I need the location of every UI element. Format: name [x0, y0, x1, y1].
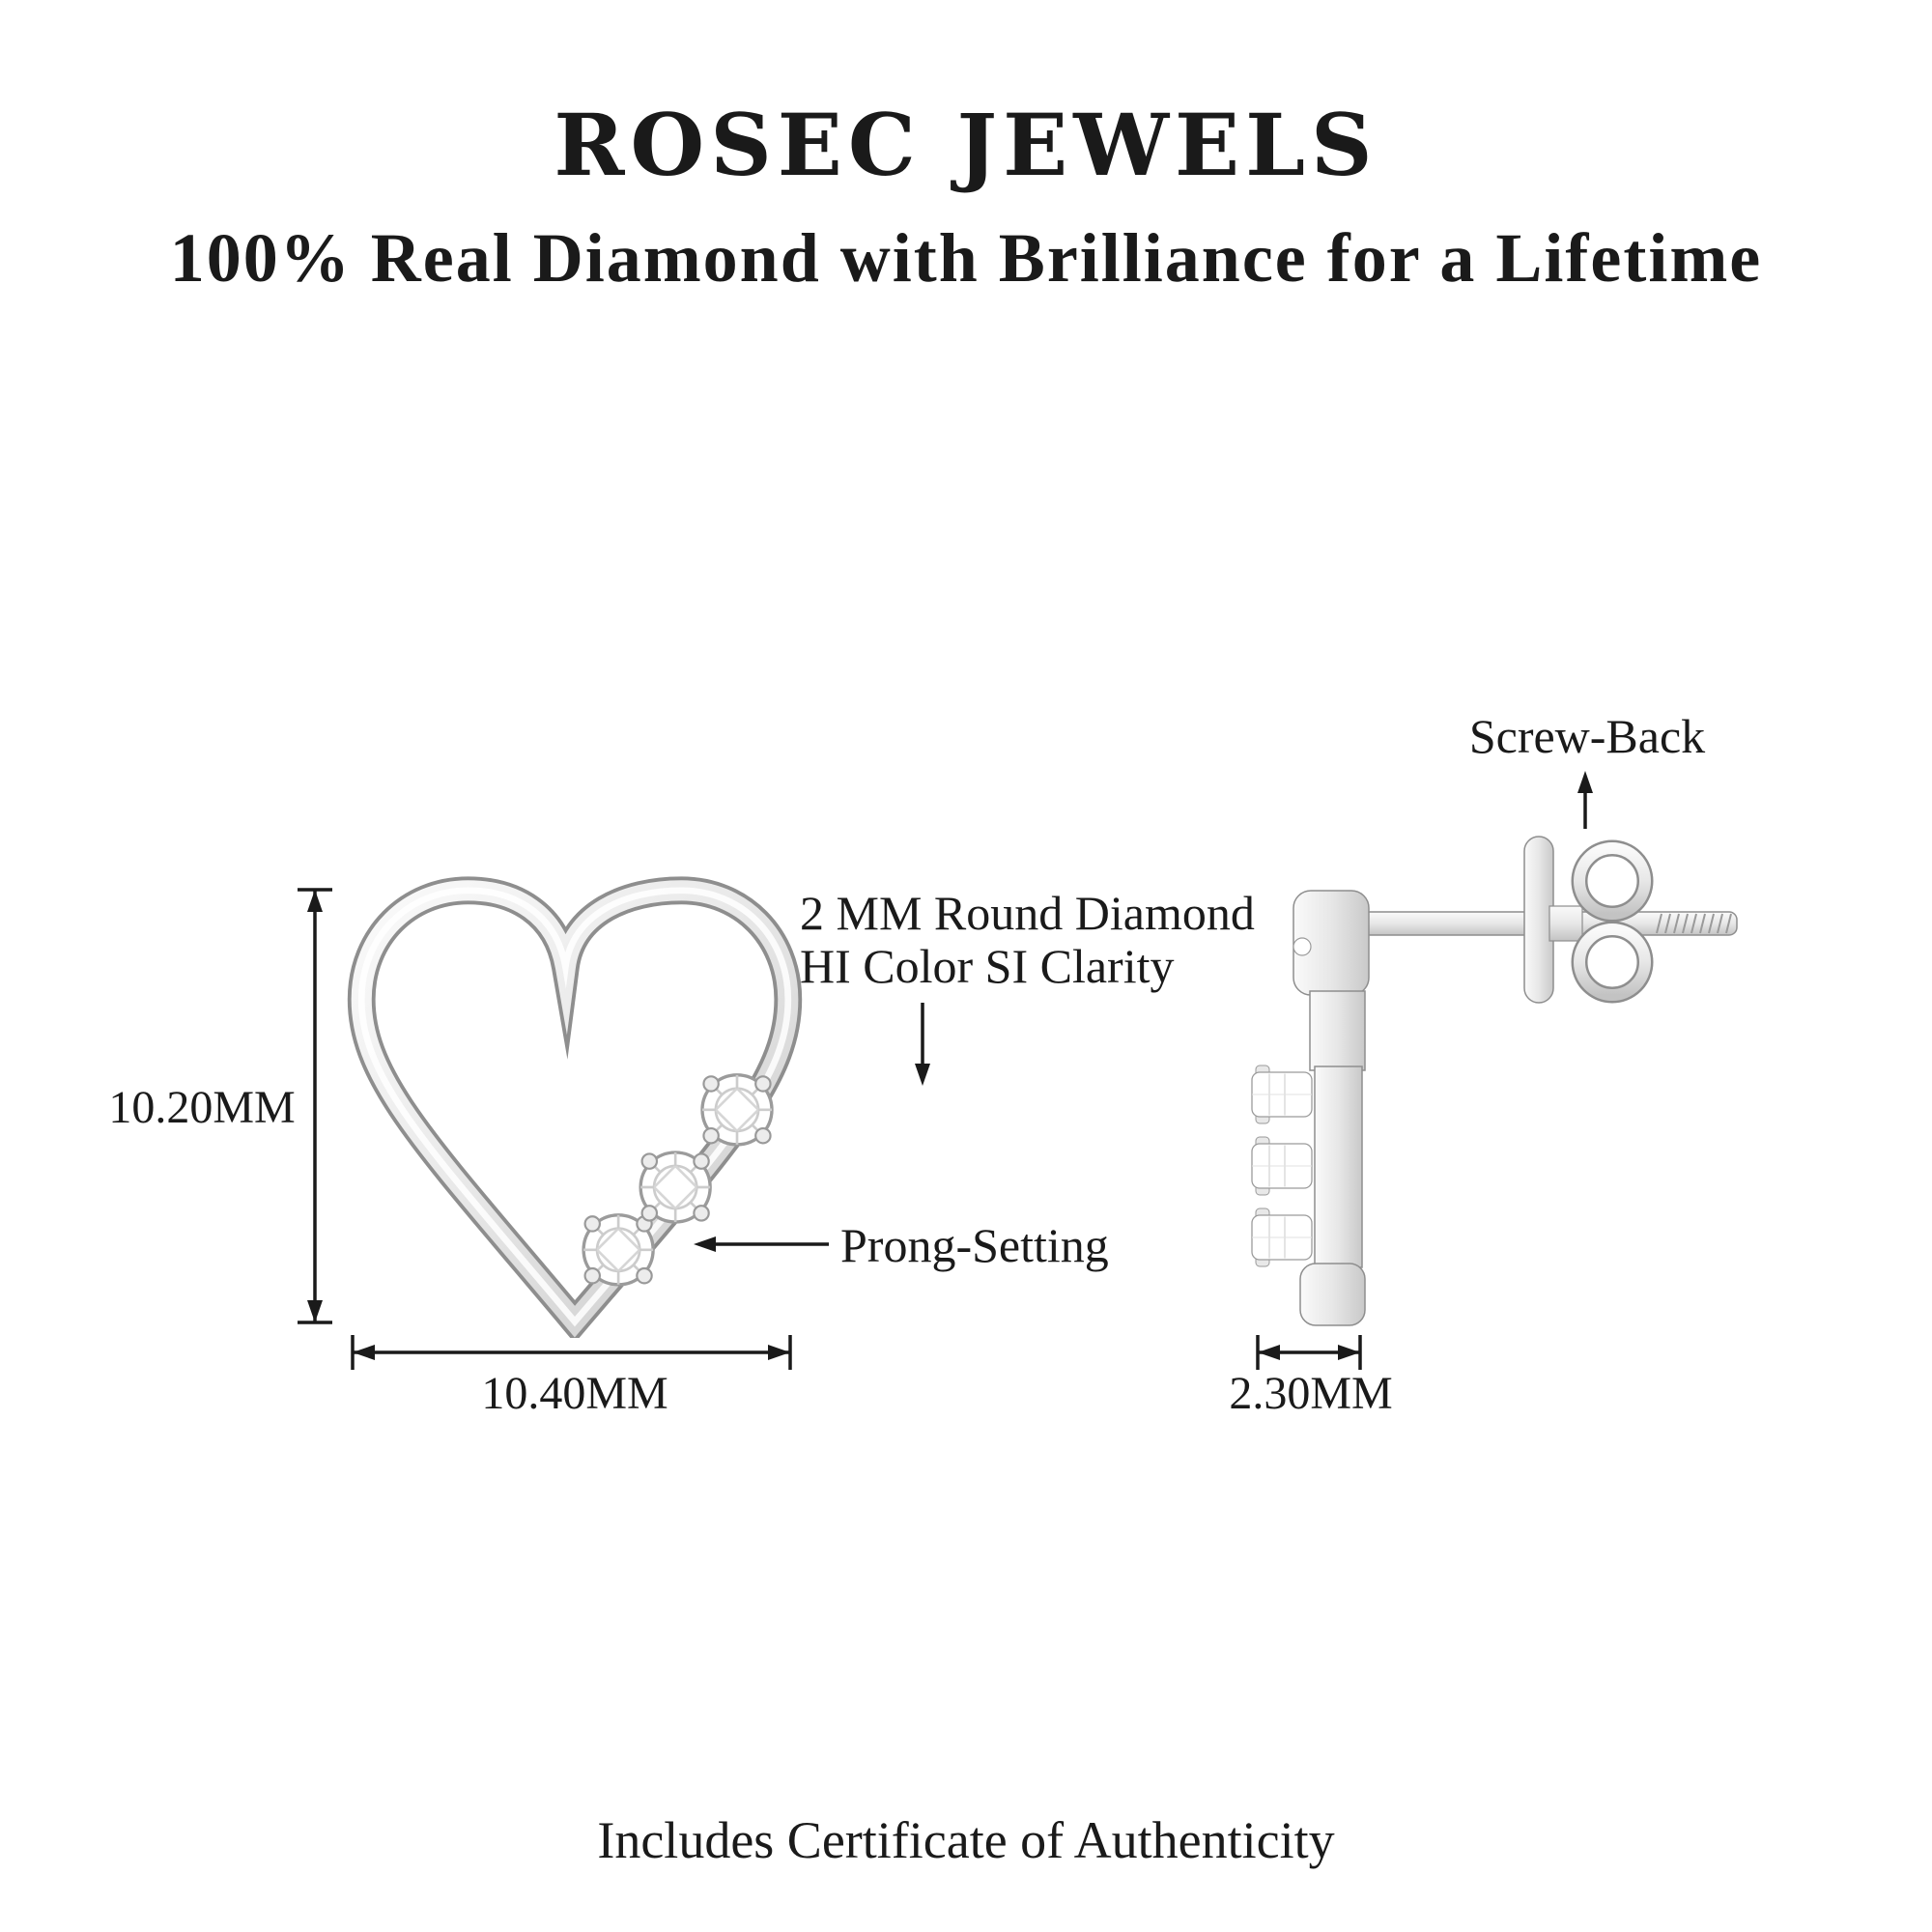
earring-profile-plate [1293, 890, 1370, 1326]
round-diamond-icon [639, 1151, 712, 1224]
height-dimension-label: 10.20MM [108, 1082, 296, 1133]
arrowhead-right-icon [768, 1345, 790, 1360]
post-threads [1656, 913, 1732, 934]
width-dimension-line [351, 1335, 792, 1370]
width-dimension-label: 10.40MM [481, 1368, 668, 1419]
arrowhead-left-icon [1258, 1345, 1280, 1360]
round-diamond-icon [582, 1213, 655, 1287]
certificate-note: Includes Certificate of Authenticity [597, 1811, 1335, 1869]
open-heart-outline [347, 876, 803, 1338]
tagline: 100% Real Diamond with Brilliance for a … [169, 219, 1763, 297]
screw-back-clutch [1523, 836, 1654, 1004]
arrowhead-down-icon [307, 1300, 323, 1322]
heart-opening-hole [1293, 937, 1312, 956]
arrowhead-left-icon [353, 1345, 375, 1360]
side-diamonds [1251, 1065, 1313, 1267]
arrowhead-up-icon [307, 890, 323, 912]
diamond-spec-annotation: 2 MM Round Diamond HI Color SI Clarity [800, 887, 1255, 993]
prong-setting-annotation: Prong-Setting [840, 1218, 1109, 1272]
arrowhead-up-icon [1577, 771, 1593, 793]
arrowhead-right-icon [1338, 1345, 1360, 1360]
earring-side-illustration [1251, 836, 1738, 1326]
arrowhead-down-icon [915, 1064, 930, 1086]
screw-back-annotation: Screw-Back [1468, 709, 1706, 763]
brand-title: ROSEC JEWELS [554, 95, 1378, 195]
diamond-spec-line2: HI Color SI Clarity [800, 939, 1175, 993]
thickness-dimension-label: 2.30MM [1229, 1368, 1393, 1419]
round-diamond-icon [700, 1073, 774, 1147]
diamond-spec-line1: 2 MM Round Diamond [800, 886, 1255, 940]
heart-earring-front-illustration [347, 876, 803, 1338]
